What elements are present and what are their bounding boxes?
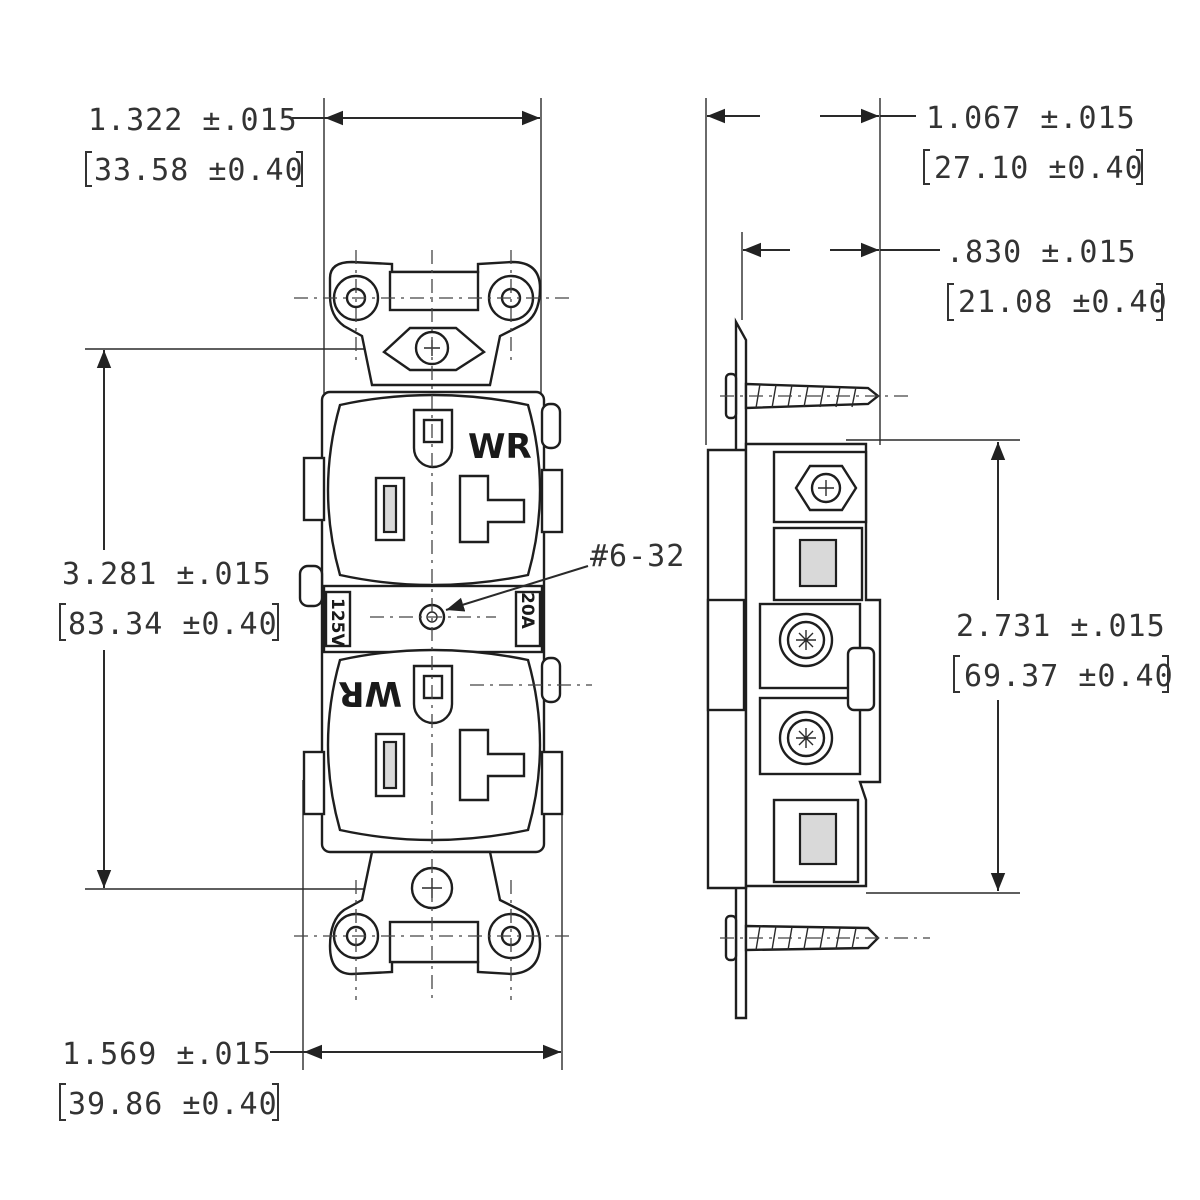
- bottom-side-screw: [720, 914, 930, 962]
- wr-mark-lower: WR: [338, 673, 402, 713]
- dim-depth-total-mm: 27.10 ±0.40: [934, 151, 1144, 186]
- dim-width-top-inches: 1.322 ±.015: [88, 103, 298, 138]
- dim-depth-body-inches: .830 ±.015: [946, 235, 1137, 270]
- terminal-screw-middle: [778, 612, 834, 668]
- wr-mark-upper: WR: [468, 427, 532, 467]
- t-slot-upper: [458, 474, 526, 544]
- front-view: WR 125V 20A WR #6-32: [59, 98, 685, 1122]
- dim-body-height-mm: 69.37 ±0.40: [964, 659, 1174, 694]
- terminal-tab-right-upper: [540, 468, 564, 534]
- dim-body-height-inches: 2.731 ±.015: [956, 609, 1166, 644]
- voltage-rating: 125V: [327, 598, 347, 647]
- terminal-screw-top: [794, 464, 858, 512]
- terminal-screw-lower: [778, 710, 834, 766]
- dim-height-inches: 3.281 ±.015: [62, 557, 272, 592]
- terminal-tab-left-upper: [302, 456, 326, 522]
- dim-width-bottom-inches: 1.569 ±.015: [62, 1037, 272, 1072]
- terminal-tab-left-lower: [302, 750, 326, 816]
- dim-width-top-mm: 33.58 ±0.40: [94, 153, 304, 188]
- t-slot-lower: [458, 728, 526, 802]
- dim-width-bottom-mm: 39.86 ±0.40: [68, 1087, 278, 1122]
- dim-height-mm: 83.34 ±0.40: [68, 607, 278, 642]
- terminal-tab-right-lower: [540, 750, 564, 816]
- top-mounting-strap: [328, 260, 542, 387]
- screw-callout-leader: [445, 565, 589, 612]
- current-rating: 20A: [517, 592, 537, 630]
- top-side-screw: [720, 372, 910, 420]
- dim-depth-body-mm: 21.08 ±0.40: [958, 285, 1168, 320]
- side-view: 1.067 ±.015 27.10 ±0.40 .830 ±.015 21.08…: [705, 98, 1174, 1020]
- dim-depth-total-inches: 1.067 ±.015: [926, 101, 1136, 136]
- screw-callout: #6-32: [590, 539, 685, 574]
